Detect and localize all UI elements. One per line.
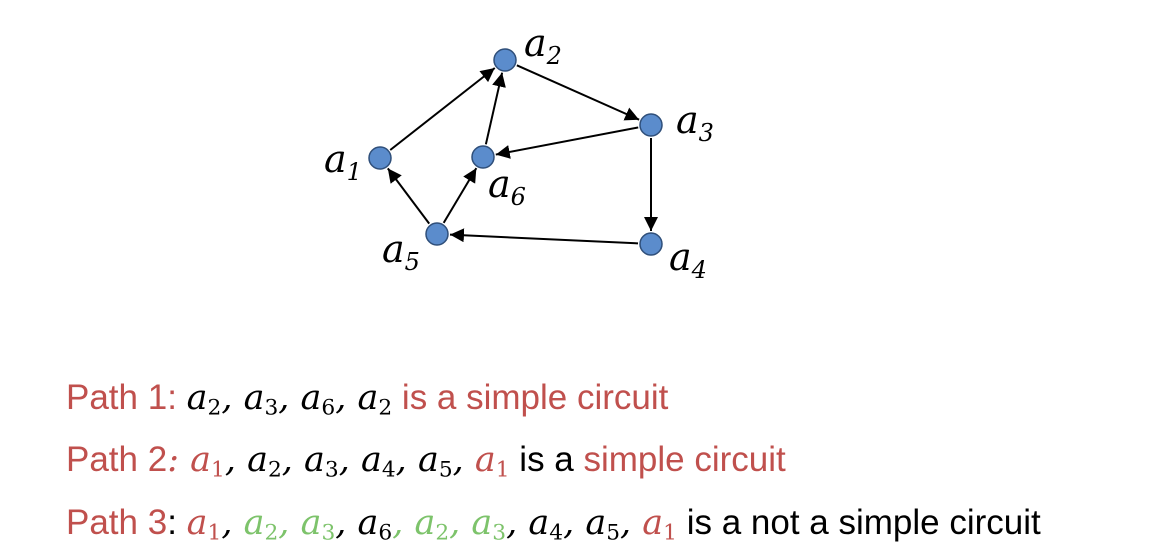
path-text: ,: [335, 378, 358, 418]
vertex-term: a4: [528, 502, 564, 546]
edge-a2-a3: [516, 64, 640, 121]
vertex-subscript: 1: [207, 520, 222, 546]
directed-graph: a1 a2 a3 a4 a5 a6: [324, 21, 714, 284]
path-text: ,: [563, 502, 586, 543]
path-text: is a not a simple circuit: [676, 502, 1041, 542]
vertex-term: a3: [304, 440, 339, 483]
vertex-subscript: 4: [549, 520, 564, 546]
vertex-subscript: 2: [378, 395, 393, 421]
vertex-term: a5: [417, 440, 453, 483]
node-a6: [471, 145, 495, 169]
vertex-subscript: 2: [207, 395, 222, 421]
vertex-term: a2: [247, 440, 282, 483]
vertex-term: a4: [360, 440, 396, 483]
vertex-subscript: 2: [267, 457, 282, 483]
vertex-term: a1: [186, 502, 222, 546]
vertex-term: a6: [357, 502, 393, 546]
path-text: ,: [221, 378, 244, 418]
vertex-subscript: 3: [321, 520, 336, 546]
path-text: ,: [278, 378, 301, 418]
vertex-term: a2: [243, 502, 279, 546]
vertex-subscript: 6: [378, 520, 393, 546]
node-a1: [368, 146, 392, 170]
vertex-term: a2: [357, 378, 393, 421]
vertex-subscript: 1: [495, 457, 510, 483]
vertex-subscript: 1: [211, 457, 225, 483]
vertex-term: a6: [300, 378, 336, 421]
path-text: ,: [449, 502, 472, 543]
path-text: ,: [338, 440, 361, 481]
vertex-subscript: 3: [264, 395, 279, 421]
vertex-term: a3: [471, 502, 507, 546]
vertex-subscript: 5: [438, 457, 453, 483]
edge-a5-a1: [386, 167, 431, 225]
vertex-subscript: 3: [324, 457, 339, 483]
path-descriptions: Path 1: a2, a3, a6, a2 is a simple circu…: [66, 372, 1156, 559]
vertex-term: a1: [190, 440, 225, 483]
path-text: Path 1:: [66, 378, 187, 417]
vertex-subscript: 2: [435, 520, 450, 546]
node-a5: [425, 222, 449, 246]
path-text: ,: [452, 440, 475, 481]
path-text: ,: [335, 502, 358, 543]
vertex-term: a3: [243, 378, 279, 421]
path-text: ,: [281, 440, 305, 481]
path-text: is a: [509, 440, 584, 480]
path-text: ,: [506, 502, 529, 543]
node-a2: [493, 48, 517, 72]
path-line-2: Path 2: a1, a2, a3, a4, a5, a1 is a simp…: [66, 434, 1156, 496]
path-text: ,: [395, 440, 418, 481]
path-text: simple circuit: [583, 440, 786, 480]
edge-a1-a2: [389, 67, 496, 151]
vertex-term: a1: [642, 502, 677, 546]
edge-a3-a6: [495, 126, 639, 159]
node-label-a3: a3: [676, 98, 714, 147]
node-label-a4: a4: [669, 235, 707, 284]
edge-a6-a2: [484, 72, 506, 145]
path-text: is a simple circuit: [392, 378, 669, 417]
vertex-term: a2: [414, 502, 450, 546]
graph-edges: [386, 64, 658, 245]
node-a4: [639, 232, 663, 256]
vertex-term: a5: [585, 502, 621, 546]
path-line-1: Path 1: a2, a3, a6, a2 is a simple circu…: [66, 372, 1156, 434]
path-text: ,: [620, 502, 643, 543]
edge-a5-a6: [442, 167, 478, 224]
vertex-term: a2: [186, 378, 222, 421]
vertex-subscript: 2: [264, 520, 279, 546]
vertex-term: a1: [474, 440, 510, 483]
node-label-a2: a2: [524, 21, 562, 70]
vertex-subscript: 6: [321, 395, 336, 421]
vertex-subscript: 4: [381, 457, 396, 483]
path-text: ,: [224, 440, 248, 481]
node-label-a1: a1: [324, 137, 362, 186]
graph-nodes: [368, 48, 663, 256]
path-text: Path 3: [66, 502, 168, 542]
node-a3: [639, 113, 663, 137]
path-text: :: [167, 440, 191, 481]
graph-node-labels: a1 a2 a3 a4 a5 a6: [324, 21, 714, 284]
vertex-term: a3: [300, 502, 336, 546]
edge-a4-a5: [449, 228, 639, 245]
path-text: :: [167, 502, 187, 542]
path-line-3: Path 3: a1, a2, a3, a6, a2, a3, a4, a5, …: [66, 497, 1156, 559]
node-label-a6: a6: [488, 162, 526, 211]
path-text: ,: [392, 502, 415, 543]
path-text: ,: [278, 502, 301, 543]
node-label-a5: a5: [382, 227, 420, 276]
path-text: ,: [221, 502, 244, 543]
vertex-subscript: 1: [663, 520, 677, 546]
path-text: Path 2: [66, 440, 168, 480]
vertex-subscript: 5: [606, 520, 621, 546]
vertex-subscript: 3: [492, 520, 507, 546]
